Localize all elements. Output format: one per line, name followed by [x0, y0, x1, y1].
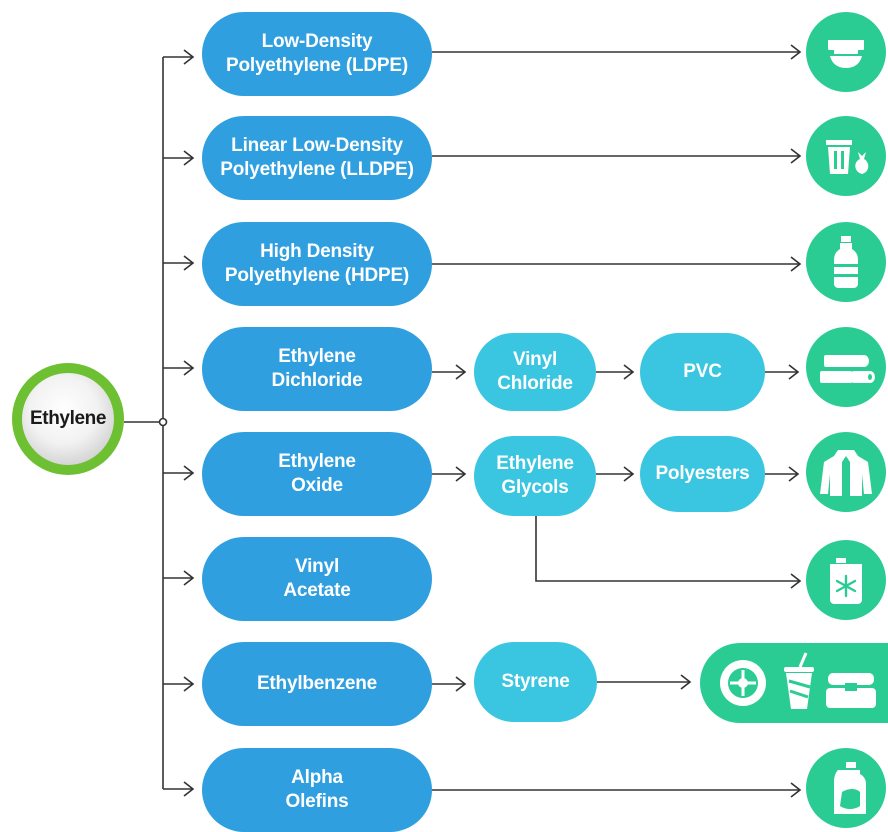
node-ethylene-oxide: Ethylene Oxide [202, 432, 432, 516]
antifreeze-icon [806, 540, 886, 620]
node-vinyl-acetate: Vinyl Acetate [202, 537, 432, 621]
node-ethylene-glycols: Ethylene Glycols [474, 436, 596, 516]
diaper-icon [806, 12, 886, 92]
node-ethylbenzene: Ethylbenzene [202, 642, 432, 726]
node-vinyl-chloride: Vinyl Chloride [474, 333, 596, 411]
node-hdpe: High Density Polyethylene (HDPE) [202, 222, 432, 306]
jacket-icon [806, 432, 886, 512]
detergent-icon [806, 748, 886, 828]
ethylene-label: Ethylene [22, 373, 114, 465]
node-styrene: Styrene [474, 642, 597, 722]
trunk-arrows [163, 49, 195, 797]
node-pvc: PVC [640, 333, 765, 411]
tire-cup-container-icons [700, 643, 888, 723]
node-alpha-olefins: Alpha Olefins [202, 748, 432, 832]
node-ethylene-dichloride: Ethylene Dichloride [202, 327, 432, 411]
trash-bag-icon [806, 116, 886, 196]
pipes-icon [806, 327, 886, 407]
bottle-icon [806, 222, 886, 302]
node-polyesters: Polyesters [640, 436, 765, 512]
node-lldpe: Linear Low-Density Polyethylene (LLDPE) [202, 116, 432, 200]
ethylene-root-node: Ethylene [12, 363, 124, 475]
output-arrows [432, 44, 802, 798]
node-ldpe: Low-Density Polyethylene (LDPE) [202, 12, 432, 96]
